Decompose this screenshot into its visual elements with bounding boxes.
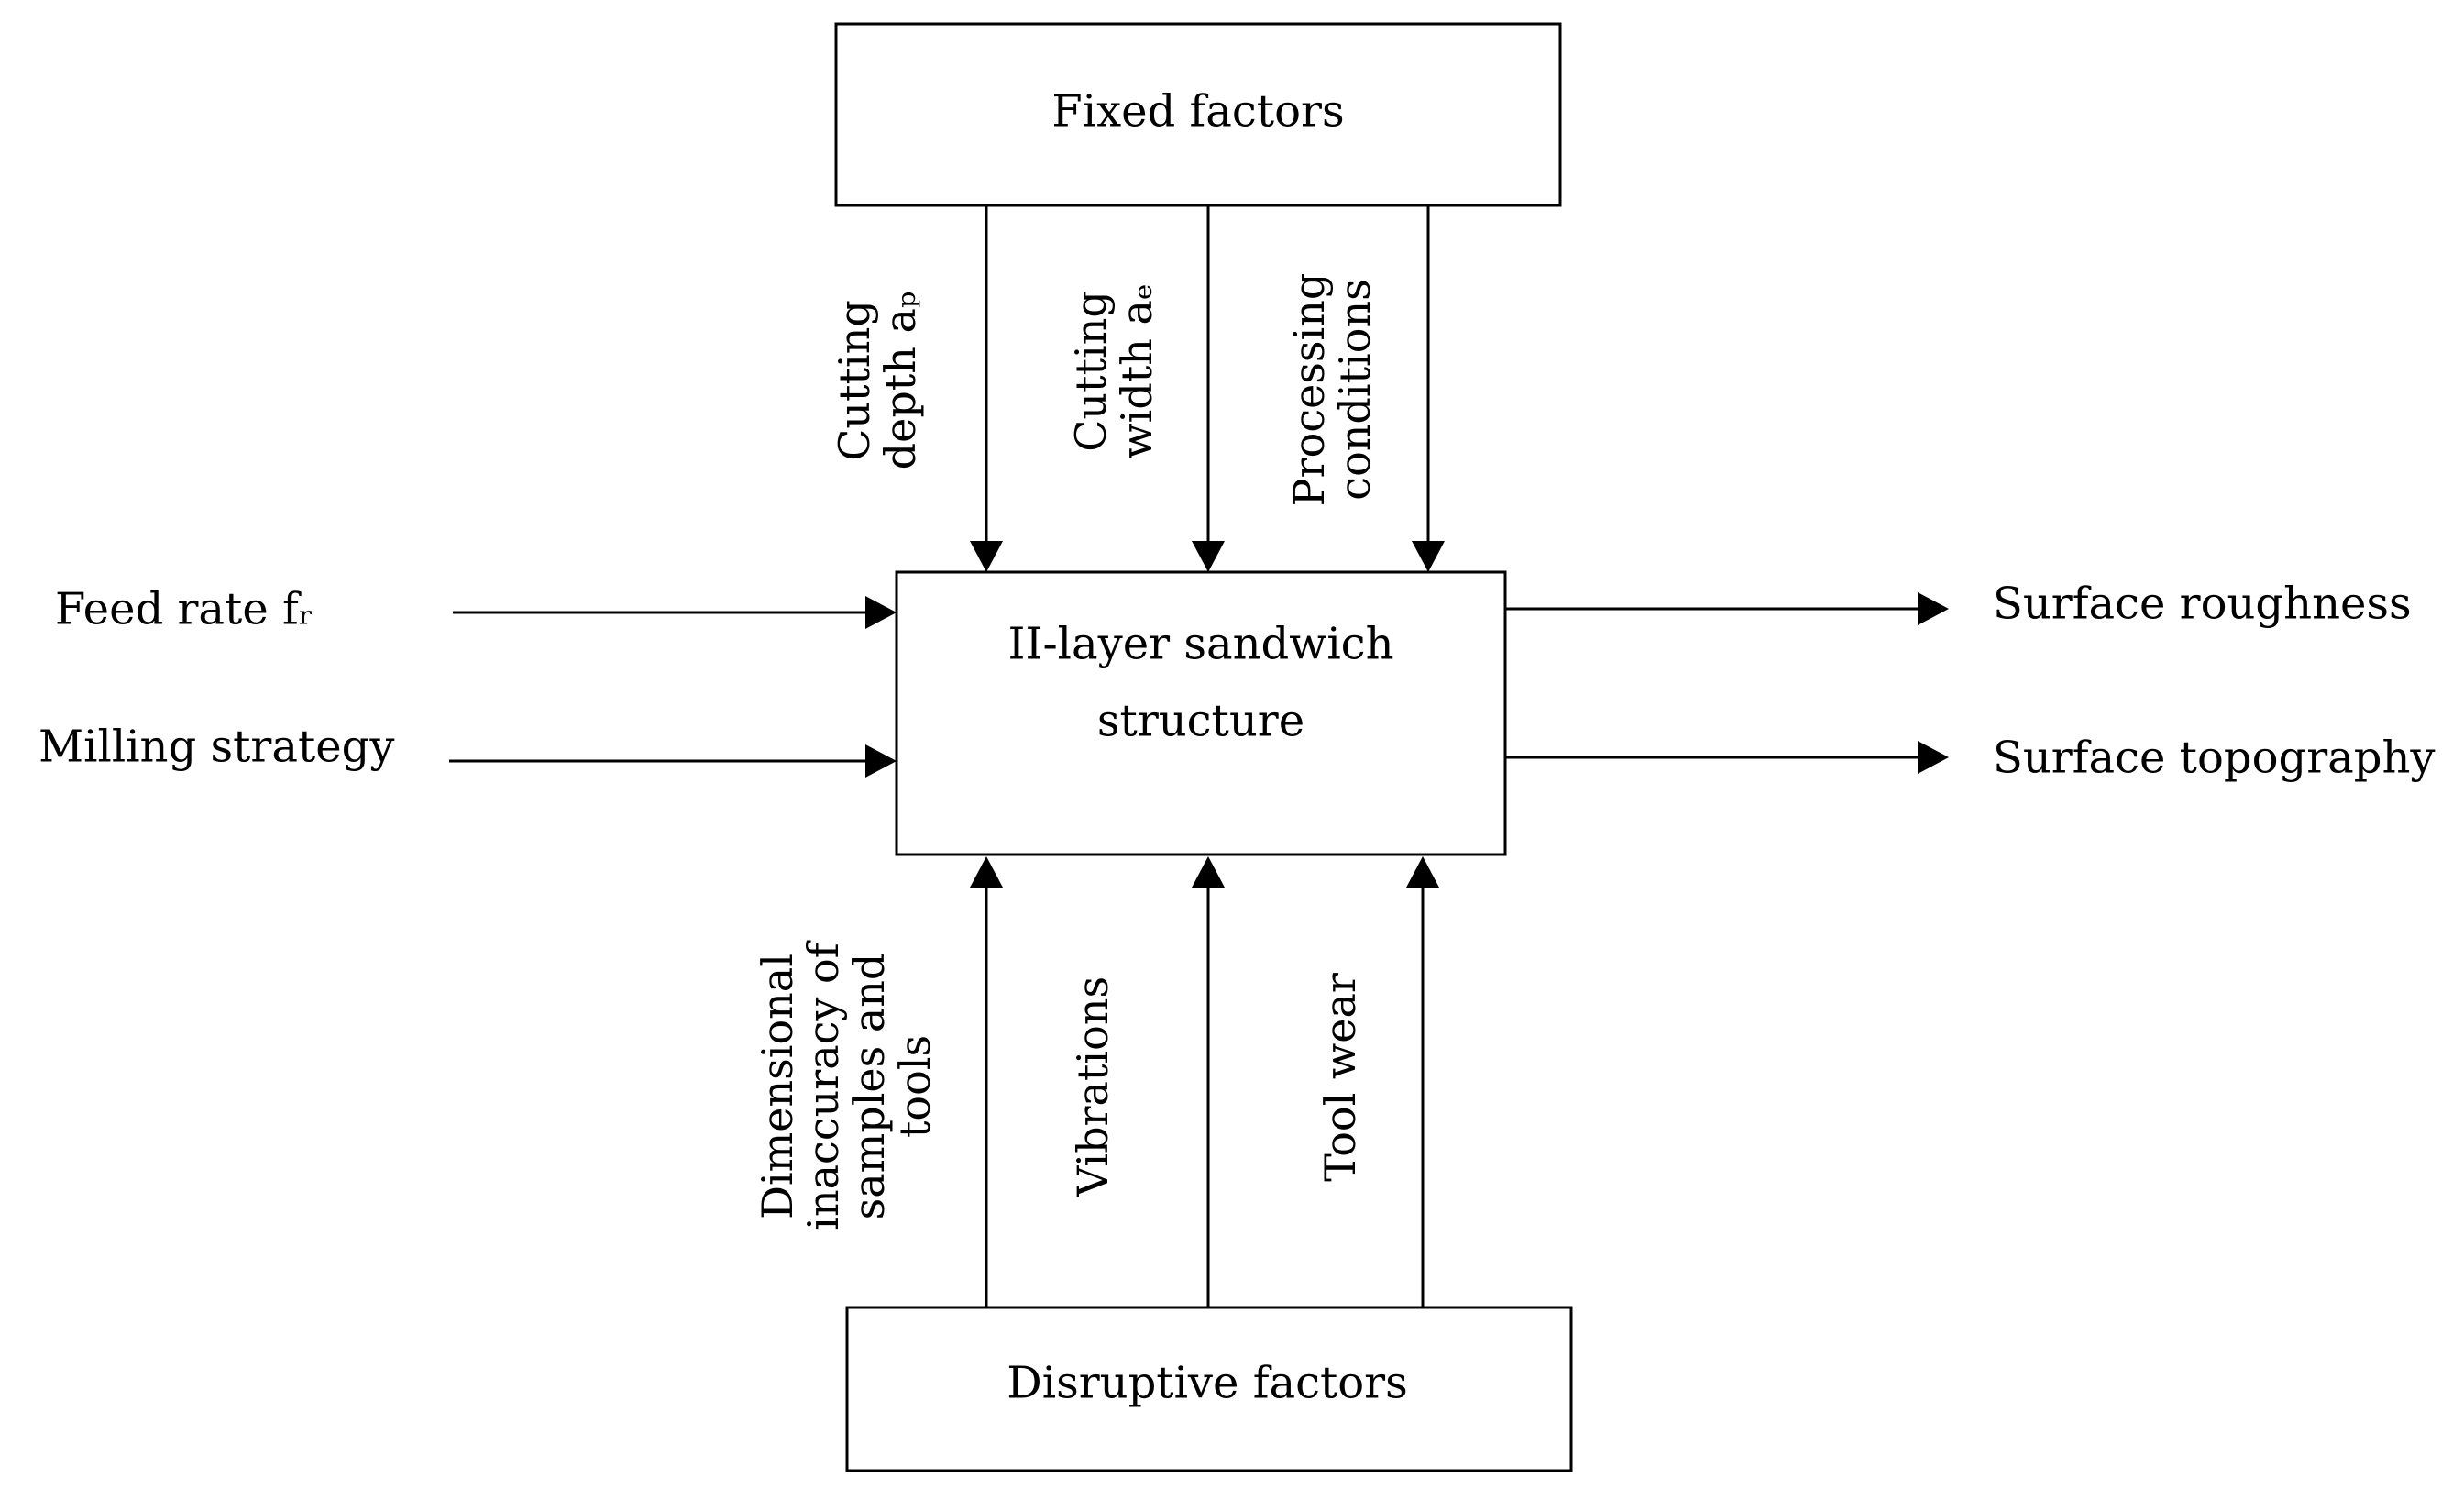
surface-roughness-label: Surface roughness — [1993, 579, 2412, 630]
milling-strategy-label: Milling strategy — [38, 722, 394, 773]
vibrations-label: Vibrations — [1068, 976, 1117, 1197]
cutting-depth-label: Cutting depth aₚ — [830, 292, 925, 470]
bottom-arrow-3 — [1406, 856, 1439, 1307]
fixed-factors-label: Fixed factors — [1051, 86, 1344, 138]
output-arrow-roughness — [1505, 592, 1949, 625]
dimensional-line2: inaccuracy of — [798, 940, 848, 1230]
top-arrow-2 — [1192, 205, 1225, 572]
top-arrow-1 — [970, 205, 1003, 572]
processing-conditions-line2: conditions — [1330, 279, 1380, 500]
feed-rate-label: Feed rate fᵣ — [55, 584, 314, 635]
dimensional-line3: samples and — [844, 954, 894, 1220]
left-arrow-milling-strategy — [449, 744, 896, 778]
output-arrow-topography — [1505, 741, 1949, 774]
bottom-arrow-1 — [970, 856, 1003, 1307]
cutting-width-line2: width aₑ — [1112, 283, 1161, 459]
cutting-width-label: Cutting width aₑ — [1066, 283, 1161, 459]
center-label-line2: structure — [1097, 696, 1304, 747]
bottom-arrow-2 — [1192, 856, 1225, 1307]
disruptive-factors-box: Disruptive factors — [845, 1306, 1573, 1472]
processing-conditions-label: Processing conditions — [1284, 273, 1380, 507]
tool-wear-label: Tool wear — [1315, 973, 1365, 1182]
dimensional-line1: Dimensional — [753, 954, 802, 1219]
surface-topography-label: Surface topography — [1993, 733, 2436, 784]
cutting-depth-line2: depth aₚ — [875, 292, 925, 470]
top-arrow-3 — [1412, 205, 1445, 572]
left-arrow-feed-rate — [453, 596, 896, 629]
cutting-width-line1: Cutting — [1066, 291, 1116, 452]
center-label-line1: II-layer sandwich — [1008, 619, 1394, 670]
sandwich-structure-box: II-layer sandwich structure — [895, 570, 1507, 856]
dimensional-line4: tools — [890, 1035, 940, 1138]
dimensional-inaccuracy-label: Dimensional inaccuracy of samples and to… — [753, 940, 940, 1230]
processing-conditions-line1: Processing — [1284, 273, 1334, 507]
vibrations-text: Vibrations — [1068, 976, 1117, 1197]
cutting-depth-line1: Cutting — [830, 300, 879, 461]
disruptive-factors-label: Disruptive factors — [1006, 1358, 1408, 1409]
fixed-factors-box: Fixed factors — [834, 22, 1562, 207]
tool-wear-text: Tool wear — [1315, 973, 1365, 1182]
